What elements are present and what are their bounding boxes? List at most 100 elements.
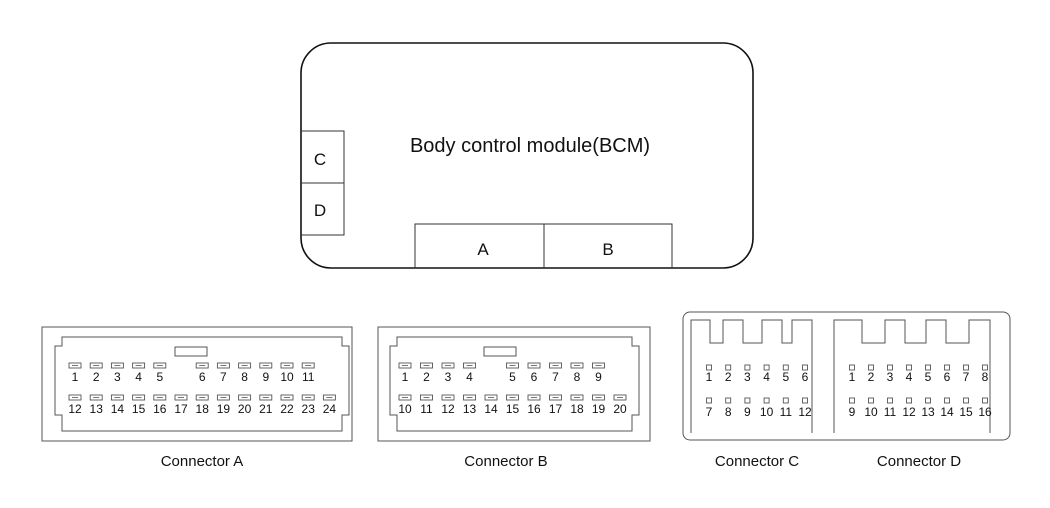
connector-a-pin-number: 11	[302, 370, 315, 384]
port-b-label: B	[602, 240, 613, 259]
connector-a-pin-18	[195, 394, 209, 401]
connector-b-pin-number: 19	[592, 402, 606, 416]
connector-cd-frame	[682, 311, 1011, 441]
connector-b-pin-14	[484, 394, 498, 401]
connector-a-pin-3	[110, 362, 124, 369]
connector-b-pin-10	[398, 394, 412, 401]
connector-a-pin-number: 8	[241, 370, 248, 384]
connector-b-pin-number: 18	[570, 402, 584, 416]
connector-a-pin-number: 1	[72, 370, 79, 384]
connector-a-pin-23	[301, 394, 315, 401]
connector-d-pin-1	[849, 364, 855, 371]
connector-b-pin-19	[592, 394, 605, 401]
connector-a-pin-number: 15	[132, 402, 146, 416]
connector-a-pin-number: 4	[135, 370, 142, 384]
connector-a-pin-number: 13	[90, 402, 104, 416]
connector-b-pin-number: 6	[531, 370, 538, 384]
port-d-box	[301, 182, 345, 236]
connector-d-pin-number: 4	[906, 370, 913, 384]
connector-b-pin-20	[613, 394, 627, 401]
connector-b-pin-11	[420, 394, 433, 401]
connector-a-pin-number: 16	[153, 402, 167, 416]
port-a-box	[414, 223, 545, 268]
connector-c-pin-7	[706, 397, 712, 404]
connector-b-pin-9	[592, 362, 605, 369]
connector-d-pin-number: 1	[849, 370, 856, 384]
connector-a-pin-number: 3	[114, 370, 121, 384]
bcm-body	[300, 42, 754, 269]
connector-a-pin-11	[301, 362, 315, 369]
connector-a-frame	[41, 326, 353, 442]
connector-a-pin-number: 12	[68, 402, 82, 416]
connector-d-pin-number: 9	[849, 405, 856, 419]
connector-b-pin-4	[463, 362, 476, 369]
connector-a-pin-12	[68, 394, 82, 401]
connector-d-pin-4	[906, 364, 912, 371]
connector-d-pin-number: 11	[884, 405, 897, 419]
connector-b-pin-3	[441, 362, 455, 369]
connector-d-pin-number: 15	[959, 405, 973, 419]
connector-c-pin-10	[763, 397, 770, 404]
connector-c-pin-3	[744, 364, 751, 371]
connector-d-pin-5	[925, 364, 931, 371]
connector-d-pin-11	[887, 397, 893, 404]
connector-a-pin-15	[132, 394, 146, 401]
connector-c-pin-number: 10	[760, 405, 774, 419]
connector-d-label: Connector D	[876, 453, 962, 470]
connector-a-pin-20	[238, 394, 252, 401]
connector-b-pin-number: 7	[552, 370, 559, 384]
connector-a-pin-22	[280, 394, 294, 401]
connector-c-pin-number: 12	[798, 405, 812, 419]
connector-a-pin-number: 10	[280, 370, 294, 384]
connector-a-pin-number: 7	[220, 370, 227, 384]
connector-d-pin-6	[944, 364, 950, 371]
connector-c-pin-number: 2	[725, 370, 732, 384]
connector-c-pin-number: 5	[782, 370, 789, 384]
connector-a-pin-8	[238, 362, 252, 369]
connector-d-pin-12	[906, 397, 912, 404]
connector-b-pin-number: 3	[445, 370, 452, 384]
connector-c-pin-4	[763, 364, 770, 371]
connector-d-pin-8	[982, 364, 988, 371]
connector-b-pin-16	[527, 394, 541, 401]
connector-a-pin-number: 2	[93, 370, 100, 384]
connector-a-pin-1	[68, 362, 82, 369]
connector-b-pin-number: 13	[463, 402, 477, 416]
connector-b-pin-number: 15	[506, 402, 520, 416]
connector-c-pin-9	[744, 397, 751, 404]
connector-b-pin-5	[506, 362, 519, 369]
connector-b-pin-number: 14	[484, 402, 498, 416]
connector-b-pin-8	[570, 362, 584, 369]
connector-a-pin-19	[216, 394, 230, 401]
connector-a-pin-number: 6	[199, 370, 206, 384]
bcm-module: Body control module(BCM) C D A B	[300, 42, 754, 269]
port-c-label: C	[314, 150, 326, 169]
connector-b-pin-2	[420, 362, 433, 369]
connector-a-pin-number: 24	[323, 402, 337, 416]
connector-a-pin-number: 19	[217, 402, 231, 416]
port-b-box	[544, 223, 673, 268]
connector-b-pin-number: 5	[509, 370, 516, 384]
connector-d-pin-number: 2	[868, 370, 875, 384]
connector-b-latch	[483, 346, 517, 357]
connector-d-pin-14	[944, 397, 950, 404]
connector-b-pin-15	[506, 394, 519, 401]
connector-c-pin-12	[802, 397, 808, 404]
connector-c-label: Connector C	[714, 453, 800, 470]
connector-a-pin-6	[195, 362, 209, 369]
connector-b-pin-number: 16	[527, 402, 541, 416]
connector-c-pin-number: 11	[780, 405, 793, 419]
connector-b-pin-12	[441, 394, 455, 401]
connector-c-pin-number: 7	[706, 405, 713, 419]
connector-c-pin-5	[782, 364, 789, 371]
connector-d-pin-9	[849, 397, 855, 404]
connector-c-pin-number: 4	[763, 370, 770, 384]
connector-b-pin-number: 4	[466, 370, 473, 384]
connector-a-pin-number: 23	[302, 402, 316, 416]
connector-a-pin-9	[259, 362, 273, 369]
connector-d-pin-3	[887, 364, 893, 371]
connector-a-pin-7	[216, 362, 230, 369]
